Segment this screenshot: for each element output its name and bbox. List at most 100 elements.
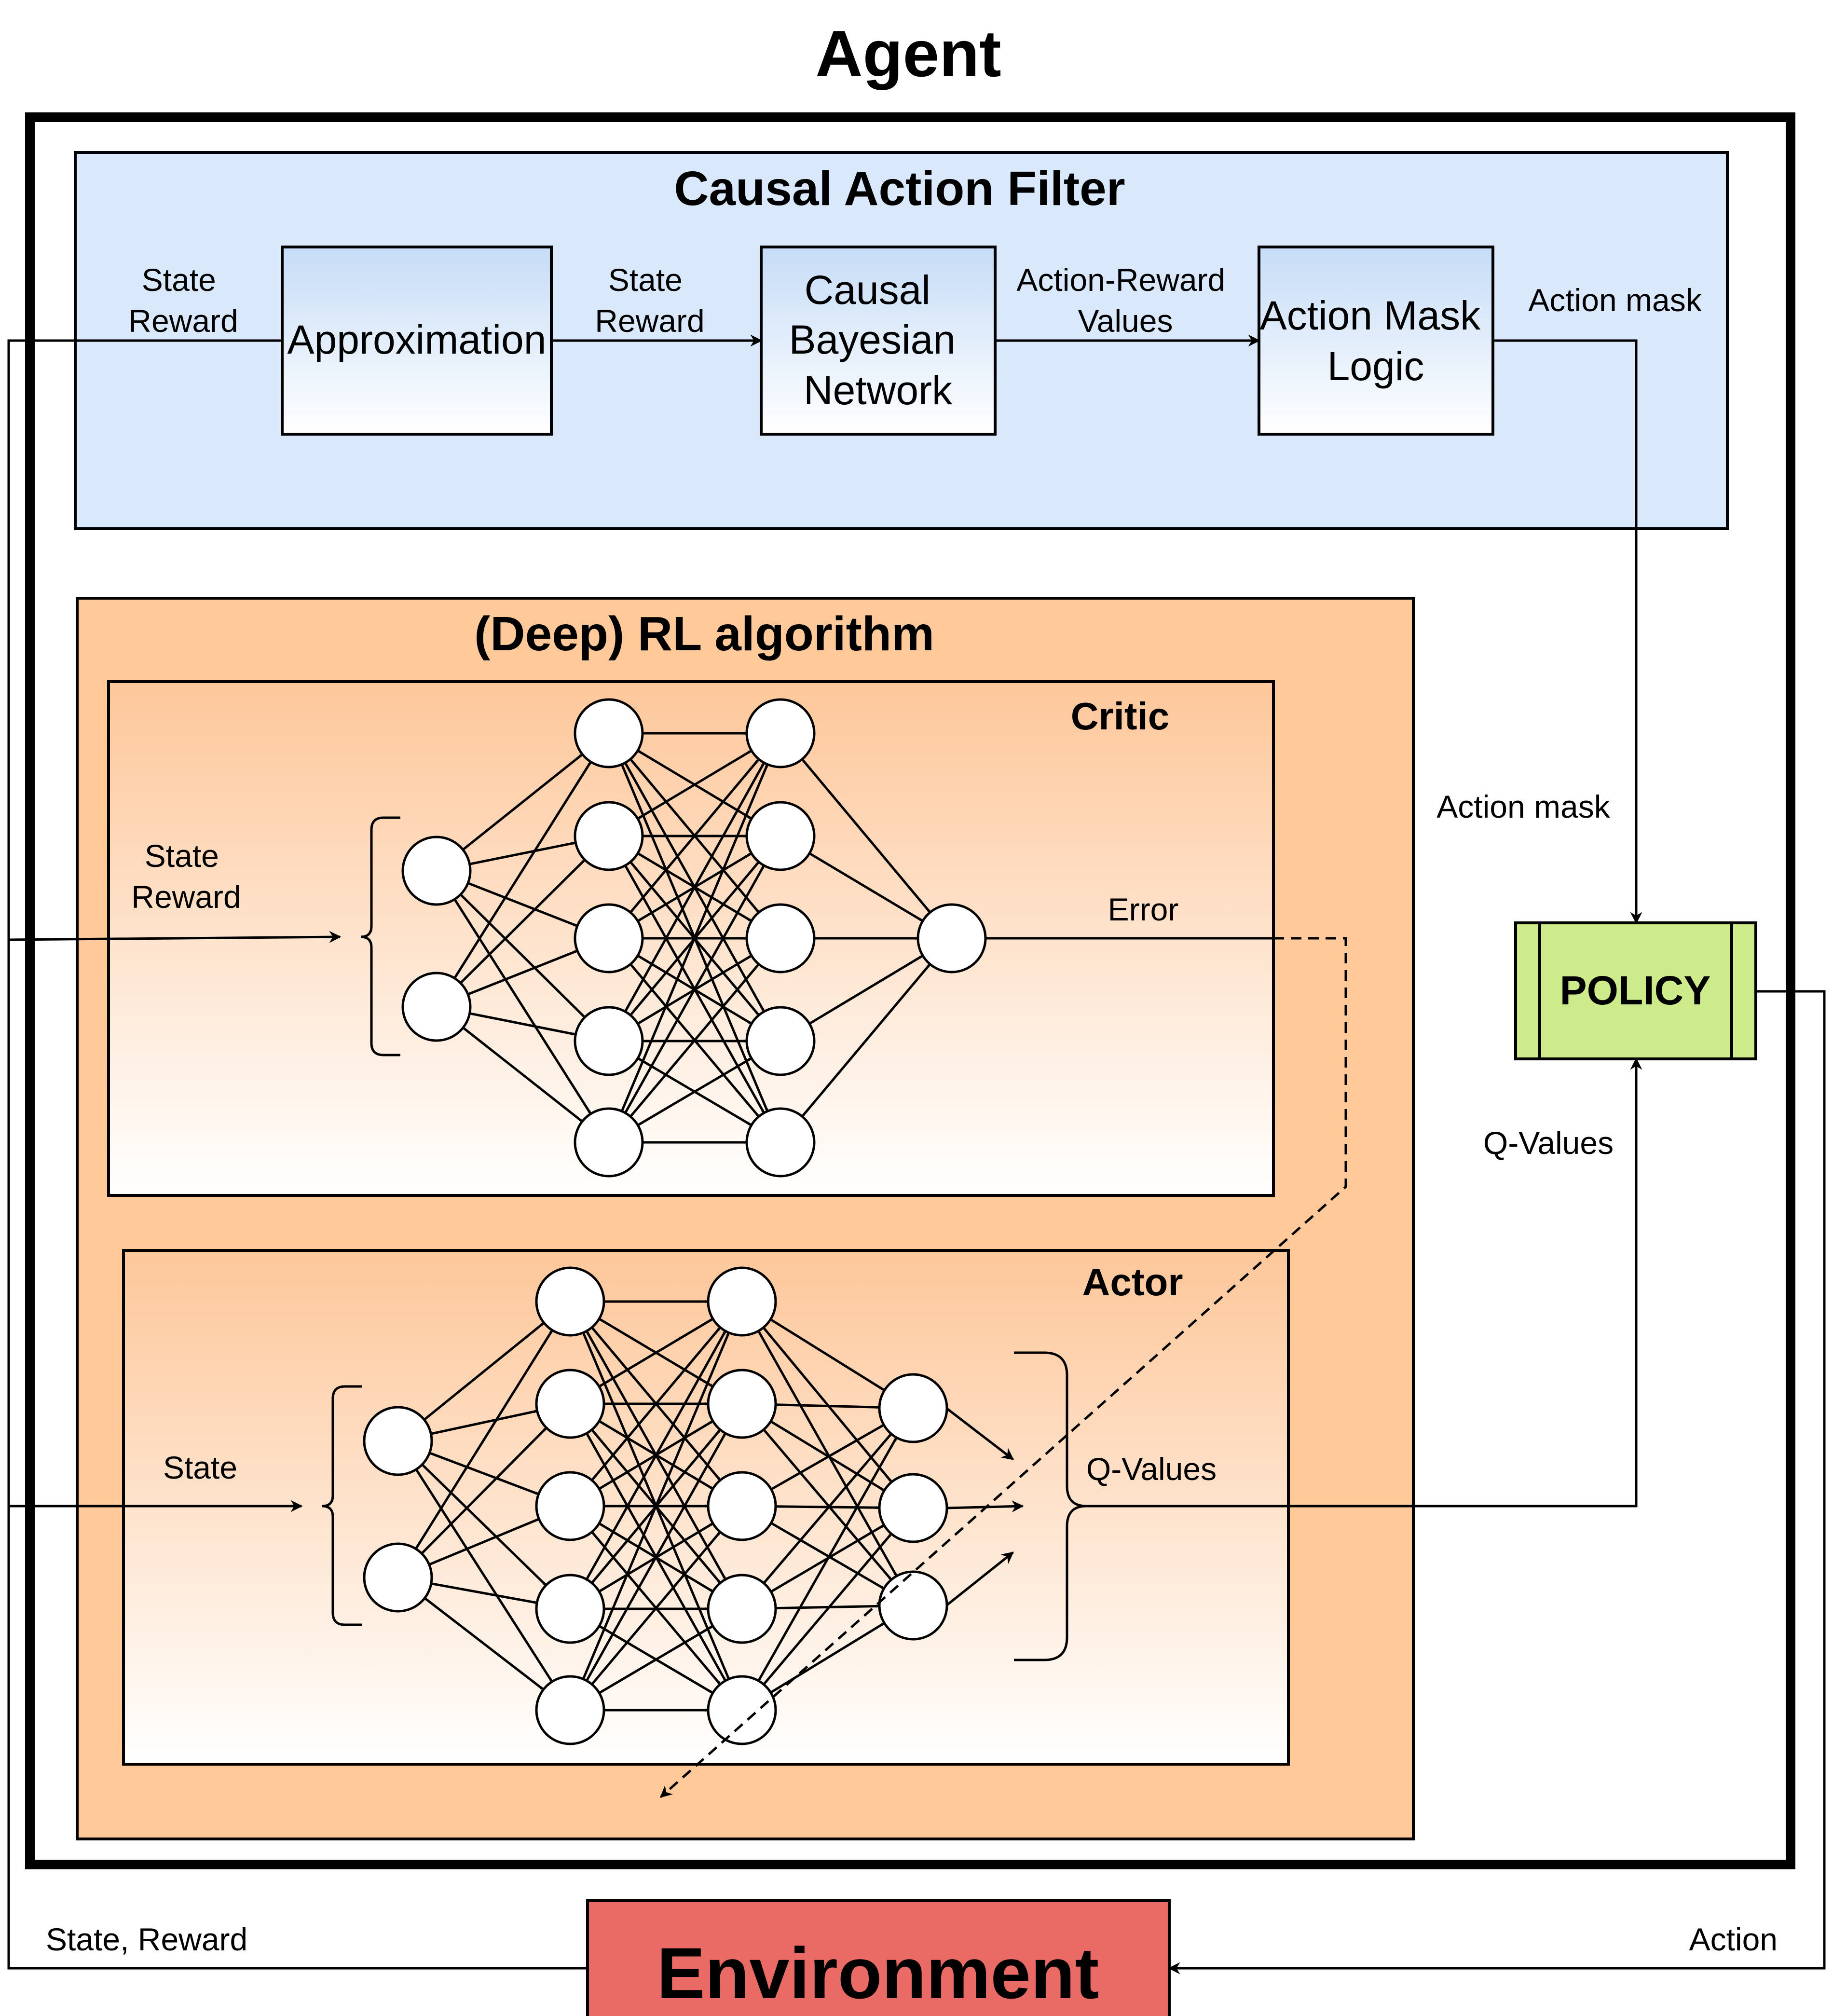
critic-title: Critic bbox=[1071, 695, 1170, 738]
critic-connection bbox=[629, 758, 760, 913]
policy-q-values-label: Q-Values bbox=[1483, 1125, 1614, 1161]
critic-connection bbox=[808, 954, 924, 1025]
actor-connection bbox=[429, 1452, 539, 1495]
actor-connection bbox=[770, 1424, 885, 1491]
action-mask-logic-label: Action Mask Logic bbox=[1260, 293, 1492, 389]
actor-neuron-l2-1 bbox=[535, 1266, 605, 1337]
actor-neuron-l4-2 bbox=[878, 1473, 948, 1543]
actor-neuron-l3-5 bbox=[707, 1675, 777, 1745]
actor-neuron-l3-3 bbox=[707, 1471, 777, 1541]
critic-neuron-l2-1 bbox=[574, 698, 644, 768]
critic-connection bbox=[459, 859, 586, 984]
env-to-critic-arrow bbox=[8, 931, 342, 943]
connectors bbox=[7, 334, 1826, 1975]
critic-neuron-l3-1 bbox=[745, 698, 816, 768]
causal-action-filter-panel: Causal Action Filter Approximation Causa… bbox=[74, 151, 1729, 530]
actor-title: Actor bbox=[1082, 1261, 1183, 1303]
actor-connection bbox=[757, 1437, 898, 1682]
actor-neuron-l4-3 bbox=[878, 1570, 948, 1641]
actor-connection bbox=[585, 1330, 727, 1580]
actor-network bbox=[363, 1266, 948, 1745]
actor-neuron-l3-4 bbox=[707, 1574, 777, 1644]
approx-to-cbn-label: State Reward bbox=[595, 262, 704, 339]
critic-input-label: State Reward bbox=[131, 838, 241, 915]
actor-connection bbox=[430, 1410, 538, 1435]
actor-neuron-l3-1 bbox=[707, 1266, 777, 1337]
actor-neuron-l1-1 bbox=[363, 1406, 433, 1476]
mask-to-policy-arrow bbox=[1493, 339, 1642, 924]
actor-out-arrow-3 bbox=[945, 1551, 1014, 1606]
critic-connection bbox=[808, 852, 924, 922]
actor-connection bbox=[763, 1533, 892, 1686]
actor-connection bbox=[775, 1605, 880, 1610]
policy-to-env-action-arrow bbox=[1168, 990, 1826, 1975]
environment-box: Environment bbox=[586, 1899, 1171, 2016]
critic-connection bbox=[467, 882, 578, 927]
actor-connection bbox=[586, 1432, 726, 1682]
actor-neuron-l3-2 bbox=[707, 1369, 777, 1439]
actor-connection bbox=[599, 1625, 713, 1694]
critic-connection bbox=[801, 963, 931, 1117]
critic-neuron-l4-1 bbox=[916, 903, 987, 974]
actor-connection bbox=[421, 1426, 547, 1555]
action-label: Action bbox=[1689, 1921, 1778, 1957]
actor-connection bbox=[428, 1518, 540, 1566]
critic-connection bbox=[460, 893, 586, 1018]
critic-connection bbox=[637, 749, 752, 820]
policy-box: POLICY bbox=[1514, 921, 1757, 1060]
critic-input-brace bbox=[360, 816, 400, 1056]
actor-connection bbox=[763, 1428, 892, 1581]
critic-connection bbox=[620, 764, 769, 1112]
critic-neuron-l3-2 bbox=[745, 801, 816, 871]
critic-connection bbox=[624, 762, 766, 1013]
policy-action-mask-label: Action mask bbox=[1436, 789, 1610, 824]
environment-label: Environment bbox=[657, 1933, 1099, 2014]
actor-connection bbox=[414, 1330, 554, 1550]
actor-input-label: State bbox=[163, 1450, 237, 1485]
action-reward-values-label: Action-Reward Values bbox=[1016, 262, 1234, 339]
actor-connection bbox=[591, 1531, 721, 1686]
actor-neuron-l2-3 bbox=[535, 1471, 605, 1541]
critic-neuron-l1-1 bbox=[401, 836, 472, 906]
actor-connection bbox=[421, 1464, 547, 1586]
approximation-box bbox=[281, 246, 553, 436]
critic-error-label: Error bbox=[1108, 891, 1179, 927]
critic-error-dashed bbox=[660, 937, 1347, 1798]
actor-neuron-l2-4 bbox=[535, 1574, 605, 1644]
state-reward-label: State, Reward bbox=[46, 1921, 247, 1957]
critic-connection bbox=[453, 898, 592, 1115]
critic-neuron-l3-3 bbox=[745, 903, 816, 974]
rl-algorithm-panel: (Deep) RL algorithm Critic Actor State R… bbox=[76, 597, 1415, 1840]
env-state-reward-line bbox=[7, 339, 588, 1970]
actor-connection bbox=[415, 1468, 553, 1683]
actor-connection bbox=[775, 1403, 880, 1409]
critic-network bbox=[401, 698, 987, 1178]
rl-algorithm-title: (Deep) RL algorithm bbox=[474, 607, 934, 661]
actor-q-values-label: Q-Values bbox=[1086, 1451, 1217, 1487]
actor-connection bbox=[757, 1330, 898, 1577]
filter-action-mask-label: Action mask bbox=[1528, 282, 1702, 318]
policy-label: POLICY bbox=[1560, 968, 1711, 1013]
actor-input-brace bbox=[322, 1385, 362, 1626]
actor-connection bbox=[582, 1332, 730, 1680]
actor-connection bbox=[770, 1318, 885, 1392]
actor-connection bbox=[598, 1317, 714, 1388]
actor-connection bbox=[591, 1327, 721, 1481]
filter-input-label: State Reward bbox=[128, 262, 238, 339]
critic-connection bbox=[469, 1012, 576, 1036]
critic-neuron-l2-5 bbox=[574, 1107, 644, 1178]
actor-neuron-l2-5 bbox=[535, 1675, 605, 1745]
actor-connection bbox=[763, 1433, 892, 1584]
critic-neuron-l3-5 bbox=[745, 1107, 816, 1178]
actor-neuron-l1-2 bbox=[363, 1542, 433, 1613]
critic-neuron-l2-3 bbox=[574, 903, 644, 974]
actor-connection bbox=[424, 1597, 545, 1691]
critic-connection bbox=[469, 841, 576, 865]
critic-connection bbox=[462, 753, 583, 851]
critic-connection bbox=[453, 761, 592, 979]
actor-out-arrow-1 bbox=[945, 1407, 1014, 1460]
action-mask-logic-box bbox=[1258, 246, 1494, 436]
critic-neuron-l2-2 bbox=[574, 801, 644, 871]
causal-bayesian-network-label: Causal Bayesian Network bbox=[789, 267, 967, 413]
